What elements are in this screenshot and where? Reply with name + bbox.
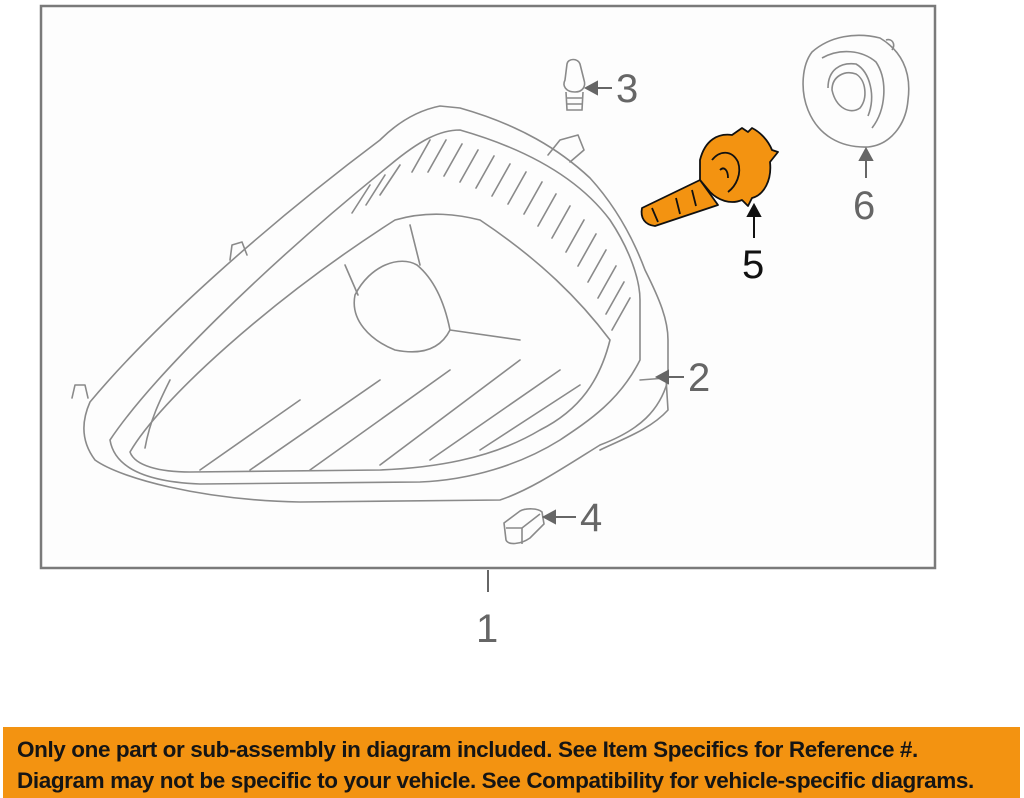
bulb-cover-cap-drawing	[802, 34, 910, 148]
disclaimer-line-1: Only one part or sub-assembly in diagram…	[17, 737, 918, 762]
callout-label-4[interactable]: 4	[580, 496, 603, 540]
callout-label-3[interactable]: 3	[616, 67, 639, 111]
clip-drawing	[503, 508, 545, 545]
diagram-frame	[39, 4, 937, 570]
callout-label-2[interactable]: 2	[688, 356, 711, 400]
adjuster-screw-drawing	[563, 58, 586, 111]
disclaimer-banner: Only one part or sub-assembly in diagram…	[3, 727, 1020, 798]
callout-label-6[interactable]: 6	[853, 184, 876, 228]
headlamp-bulb-drawing	[640, 127, 779, 227]
callout-4-arrow	[541, 509, 576, 525]
callout-label-5[interactable]: 5	[742, 243, 765, 287]
callout-6-arrow	[858, 146, 874, 178]
callout-5-arrow	[746, 202, 762, 238]
disclaimer-line-2: Diagram may not be specific to your vehi…	[17, 768, 974, 793]
callout-3-arrow	[583, 80, 612, 96]
callout-2-arrow	[654, 369, 684, 385]
parts-diagram: 1 2 3 4 5 6	[39, 4, 937, 651]
headlamp-assembly-drawing	[71, 105, 669, 503]
callout-label-1[interactable]: 1	[476, 607, 499, 651]
